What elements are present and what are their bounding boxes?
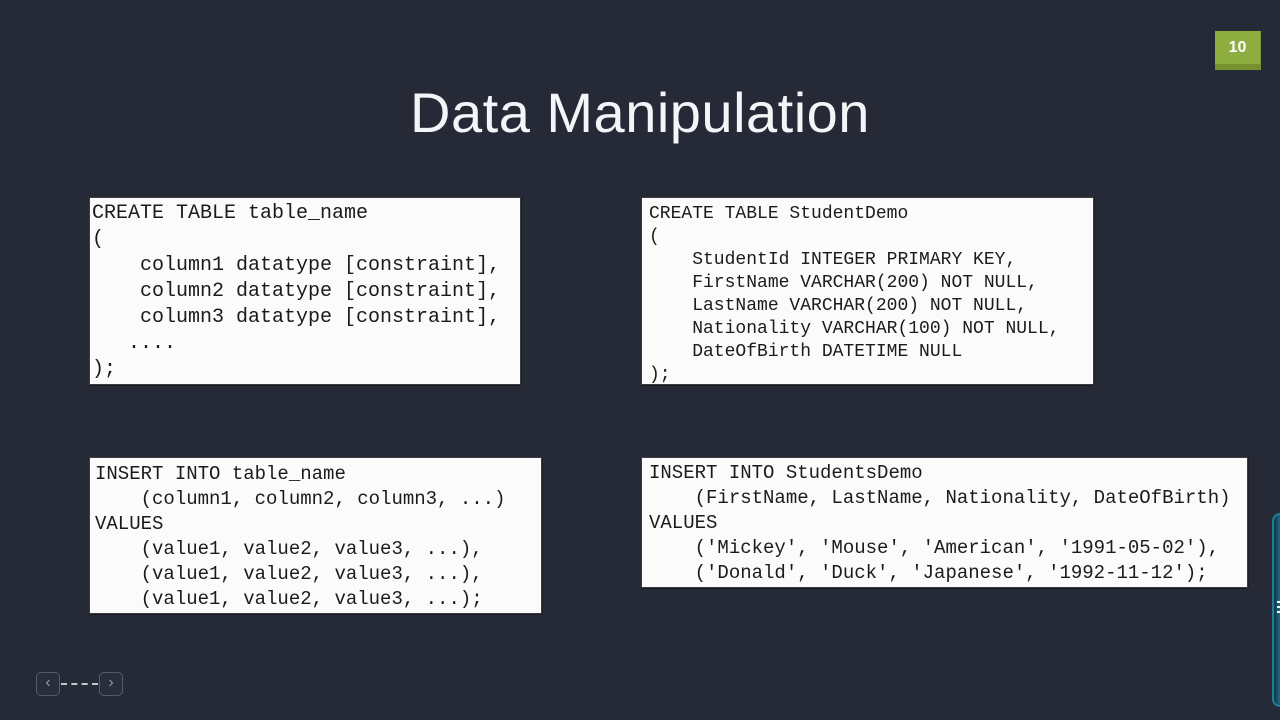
code-text-insert-into-syntax: INSERT INTO table_name (column1, column2… [95,463,506,610]
code-block-insert-into-example: INSERT INTO StudentsDemo (FirstName, Las… [641,457,1248,588]
chevron-right-icon: › [108,674,114,691]
side-panel-edge[interactable] [1272,513,1280,707]
list-icon [1277,601,1280,613]
slide-number-badge: 10 [1215,31,1261,70]
prev-slide-button[interactable]: ‹ [36,672,60,696]
nav-connector-dashes [61,683,98,685]
code-block-create-table-syntax: CREATE TABLE table_name ( column1 dataty… [89,197,521,385]
code-text-create-table-syntax: CREATE TABLE table_name ( column1 dataty… [92,202,501,381]
code-block-create-table-example: CREATE TABLE StudentDemo ( StudentId INT… [641,197,1094,385]
page-title: Data Manipulation [410,81,870,144]
slide-navigation: ‹ › [36,672,123,696]
code-text-insert-into-example: INSERT INTO StudentsDemo (FirstName, Las… [649,462,1231,584]
next-slide-button[interactable]: › [99,672,123,696]
chevron-left-icon: ‹ [45,674,51,691]
code-block-insert-into-syntax: INSERT INTO table_name (column1, column2… [89,457,542,614]
code-text-create-table-example: CREATE TABLE StudentDemo ( StudentId INT… [649,204,1060,385]
